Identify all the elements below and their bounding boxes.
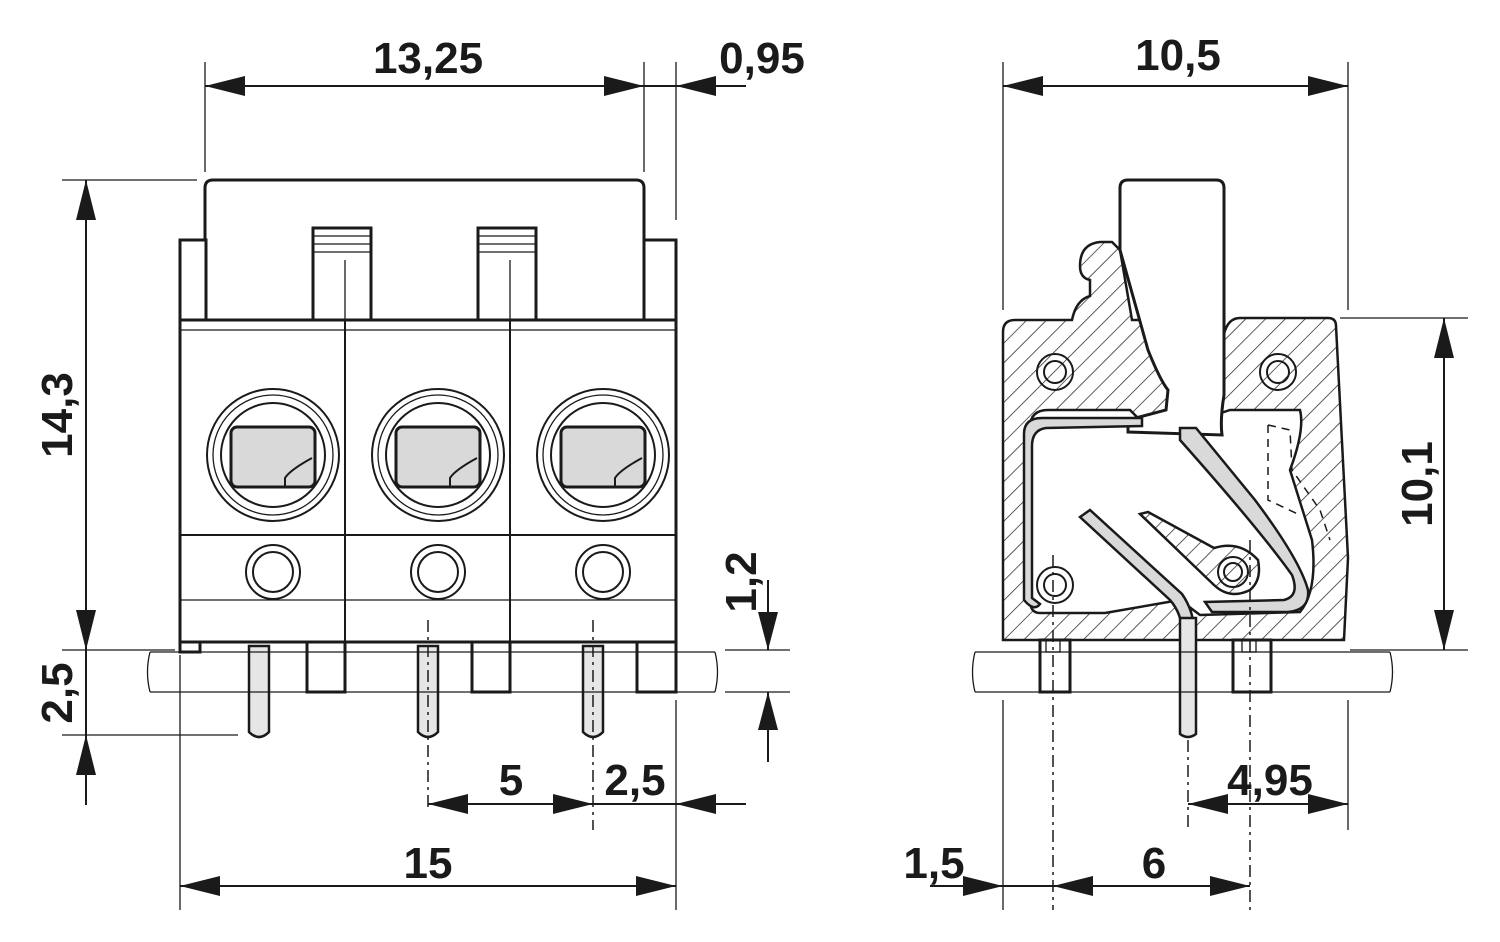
side-block-right <box>642 238 678 322</box>
dim-pin-offset-left: 1,5 <box>903 839 964 888</box>
rivet-top-right <box>1259 353 1297 391</box>
dim-pitch: 5 <box>499 756 523 805</box>
side-pin <box>1178 616 1198 739</box>
rivet-bottom-left <box>1036 566 1074 604</box>
actuator-bar <box>203 178 646 322</box>
dim-width-top: 13,25 <box>373 34 483 83</box>
dim-width-total: 15 <box>404 839 453 888</box>
dim-pin-length: 2,5 <box>33 662 82 723</box>
dim-height-total: 14,3 <box>33 372 82 458</box>
test-hole-2 <box>410 544 466 600</box>
rivet-top-left <box>1036 353 1074 391</box>
dim-edge-offset: 2,5 <box>604 756 665 805</box>
front-view: 13,25 0,95 14,3 2,5 1,2 5 2,5 15 <box>33 34 805 910</box>
test-hole-3 <box>575 544 631 600</box>
test-hole-1 <box>245 544 301 600</box>
wire-entry-3 <box>536 388 670 522</box>
side-view: 10,5 10,1 4,95 1,5 6 <box>903 31 1468 910</box>
dim-height-body: 10,1 <box>1393 441 1442 527</box>
dim-depth-top: 10,5 <box>1135 31 1221 80</box>
clamp-spring <box>1022 416 1144 609</box>
dim-offset-right: 0,95 <box>719 34 805 83</box>
rivet-bottom-center <box>1217 556 1249 588</box>
wire-entry-1 <box>206 388 340 522</box>
dim-standoff: 1,2 <box>717 551 766 612</box>
push-tab-1 <box>311 226 373 322</box>
wire-entry-2 <box>371 388 505 522</box>
side-block-left <box>178 238 208 322</box>
actuator-lever <box>1118 178 1226 437</box>
push-tab-2 <box>476 226 538 322</box>
dim-pin-offset-right: 4,95 <box>1227 756 1313 805</box>
clamp-arm <box>1137 510 1261 596</box>
dim-pin-spacing: 6 <box>1142 839 1166 888</box>
